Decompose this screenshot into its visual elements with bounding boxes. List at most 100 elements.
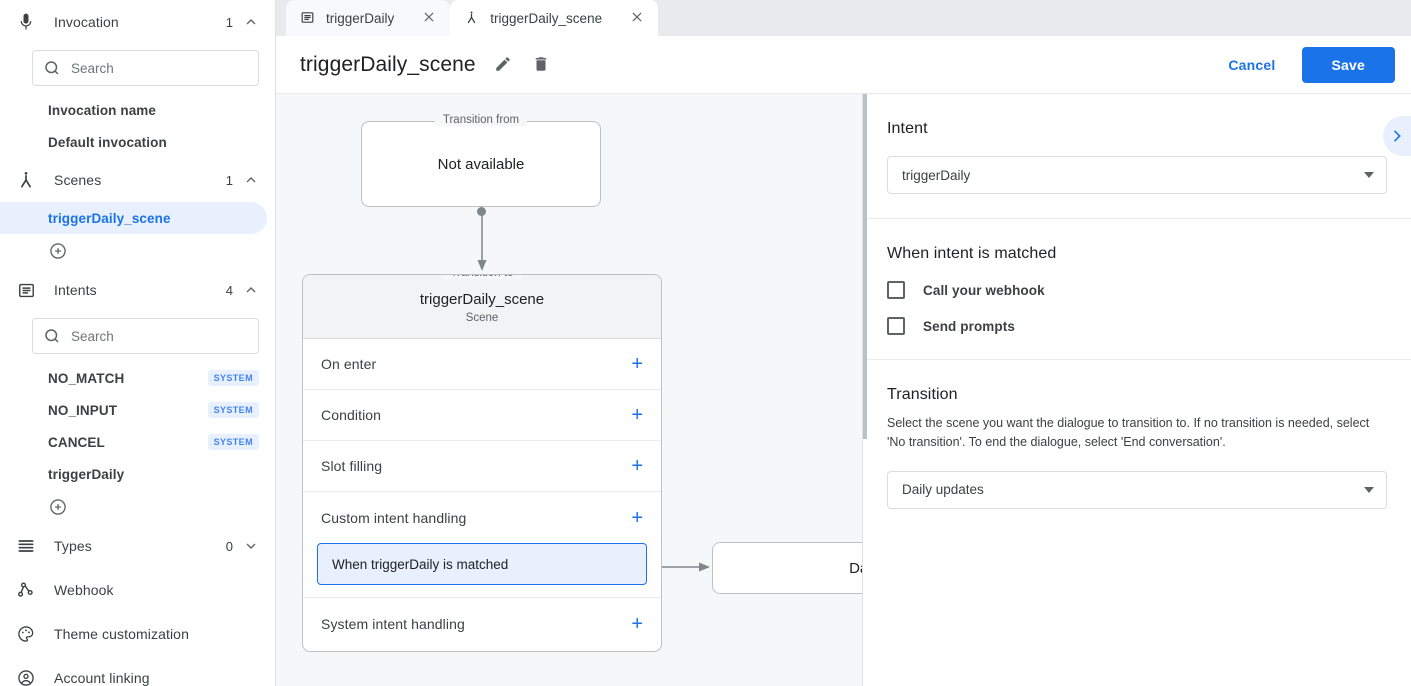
invocation-search-input[interactable]: [71, 60, 248, 76]
sidebar-item-triggerdaily[interactable]: triggerDaily: [0, 458, 275, 490]
account-circle-icon: [14, 666, 38, 686]
scene-row-label: System intent handling: [321, 615, 465, 632]
sidebar-section-invocation[interactable]: Invocation 1: [0, 0, 275, 44]
sidebar-item-account-linking[interactable]: Account linking: [0, 656, 275, 686]
transition-select[interactable]: Daily updates: [887, 470, 1387, 509]
sidebar-section-label: Types: [54, 538, 92, 554]
status-badge: SYSTEM: [207, 434, 259, 450]
page-title: triggerDaily_scene: [300, 52, 476, 76]
trash-icon[interactable]: [532, 55, 552, 75]
tab-triggerdaily-scene[interactable]: triggerDaily_scene: [450, 0, 659, 36]
transition-target-value: Dail: [849, 559, 862, 577]
sidebar-section-scenes[interactable]: Scenes 1: [0, 158, 275, 202]
page-header: triggerDaily_scene Cancel Save: [276, 36, 1411, 94]
sidebar-section-count: 4: [225, 282, 233, 298]
add-slot-filling-button[interactable]: +: [631, 455, 643, 477]
chevron-up-icon[interactable]: [243, 282, 259, 298]
sidebar-item-webhook[interactable]: Webhook: [0, 568, 275, 612]
sidebar-item-theme-customization[interactable]: Theme customization: [0, 612, 275, 656]
custom-intent-chip-wrap: When triggerDaily is matched: [303, 543, 661, 597]
scene-type: Scene: [465, 312, 499, 324]
sidebar-section-count: 0: [225, 538, 233, 554]
intents-search-input[interactable]: [71, 328, 248, 344]
add-intent-button[interactable]: [0, 490, 275, 524]
scenes-icon: [14, 168, 38, 192]
sidebar-item-label: CANCEL: [48, 434, 105, 450]
invocation-search-box[interactable]: [32, 50, 259, 86]
sidebar-item-label: triggerDaily: [48, 466, 125, 482]
call-webhook-checkbox[interactable]: [887, 281, 905, 299]
intent-handler-chip[interactable]: When triggerDaily is matched: [317, 543, 647, 585]
sidebar-section-count: 1: [225, 172, 233, 188]
properties-panel: Intent triggerDaily When intent is match…: [862, 94, 1411, 686]
sidebar-item-label: Invocation name: [48, 102, 157, 118]
chevron-right-icon[interactable]: [1383, 116, 1411, 156]
transition-section-title: Transition: [887, 386, 958, 403]
scene-name: triggerDaily_scene: [419, 291, 545, 308]
add-custom-intent-button[interactable]: +: [631, 506, 643, 529]
close-icon[interactable]: [422, 10, 438, 26]
scene-row-custom-intent-handling[interactable]: Custom intent handling +: [303, 492, 661, 543]
scene-row-system-intent-handling[interactable]: System intent handling +: [303, 598, 661, 649]
chevron-down-icon: [1364, 486, 1374, 493]
call-webhook-row[interactable]: Call your webhook: [887, 281, 1387, 299]
chevron-down-icon[interactable]: [243, 538, 259, 554]
sidebar-item-default-invocation[interactable]: Default invocation: [0, 126, 275, 158]
cancel-button[interactable]: Cancel: [1212, 48, 1291, 82]
sidebar-section-label: Scenes: [54, 172, 102, 188]
transition-target-card[interactable]: Tr Dail: [712, 542, 862, 594]
send-prompts-row[interactable]: Send prompts: [887, 317, 1387, 335]
when-intent-matched-section: When intent is matched Call your webhook…: [863, 219, 1411, 360]
sidebar-item-no-match[interactable]: NO_MATCH SYSTEM: [0, 362, 275, 394]
transition-to-card: Transition to triggerDaily_scene Scene O…: [302, 274, 662, 652]
transition-from-card[interactable]: Transition from Not available: [361, 114, 601, 207]
sidebar-item-cancel[interactable]: CANCEL SYSTEM: [0, 426, 275, 458]
transition-from-legend: Transition from: [434, 114, 528, 126]
intent-section-title: Intent: [887, 120, 928, 137]
panel-scrollbar[interactable]: [863, 94, 867, 439]
tab-triggerdaily[interactable]: triggerDaily: [286, 0, 451, 36]
scene-row-slot-filling[interactable]: Slot filling +: [303, 441, 661, 492]
intents-search-box[interactable]: [32, 318, 259, 354]
add-scene-button[interactable]: [0, 234, 275, 268]
scene-row-on-enter[interactable]: On enter +: [303, 339, 661, 390]
sidebar-section-types[interactable]: Types 0: [0, 524, 275, 568]
intent-select[interactable]: triggerDaily: [887, 156, 1387, 194]
sidebar-section-intents[interactable]: Intents 4: [0, 268, 275, 312]
add-condition-button[interactable]: +: [631, 404, 643, 426]
add-system-intent-button[interactable]: +: [631, 612, 643, 635]
scene-row-label: Slot filling: [321, 458, 383, 474]
sidebar-item-label: triggerDaily_scene: [48, 210, 171, 226]
search-icon: [43, 327, 61, 345]
scenes-icon: [464, 10, 480, 26]
scene-canvas[interactable]: Transition from Not available Transition…: [276, 94, 862, 686]
plus-circle-icon: [50, 499, 66, 515]
sidebar-section-label: Intents: [54, 282, 97, 298]
invocation-search-wrap: [0, 44, 275, 94]
sidebar-item-triggerdaily-scene[interactable]: triggerDaily_scene: [0, 202, 267, 234]
chevron-up-icon[interactable]: [243, 172, 259, 188]
send-prompts-checkbox[interactable]: [887, 317, 905, 335]
sidebar-item-invocation-name[interactable]: Invocation name: [0, 94, 275, 126]
add-on-enter-button[interactable]: +: [631, 353, 643, 375]
close-icon[interactable]: [630, 10, 646, 26]
sidebar-item-label: Account linking: [54, 670, 150, 686]
call-webhook-label: Call your webhook: [923, 282, 1045, 298]
chevron-up-icon[interactable]: [243, 14, 259, 30]
scene-row-label: Custom intent handling: [321, 509, 467, 526]
sidebar-item-no-input[interactable]: NO_INPUT SYSTEM: [0, 394, 275, 426]
save-button[interactable]: Save: [1301, 46, 1395, 83]
tab-bar: triggerDaily triggerDaily_scene: [276, 0, 1411, 36]
scene-row-label: Condition: [321, 407, 382, 423]
pencil-icon[interactable]: [494, 55, 514, 75]
intent-select-value: triggerDaily: [902, 167, 971, 183]
body: Transition from Not available Transition…: [276, 94, 1411, 686]
sidebar-item-label: NO_INPUT: [48, 402, 118, 418]
scene-row-condition[interactable]: Condition +: [303, 390, 661, 441]
intents-icon: [14, 278, 38, 302]
transition-section: Transition Select the scene you want the…: [863, 360, 1411, 533]
tab-label: triggerDaily: [326, 10, 395, 26]
scene-group-custom-intent-handling: Custom intent handling + When triggerDai…: [303, 492, 661, 598]
when-intent-matched-title: When intent is matched: [887, 245, 1057, 262]
